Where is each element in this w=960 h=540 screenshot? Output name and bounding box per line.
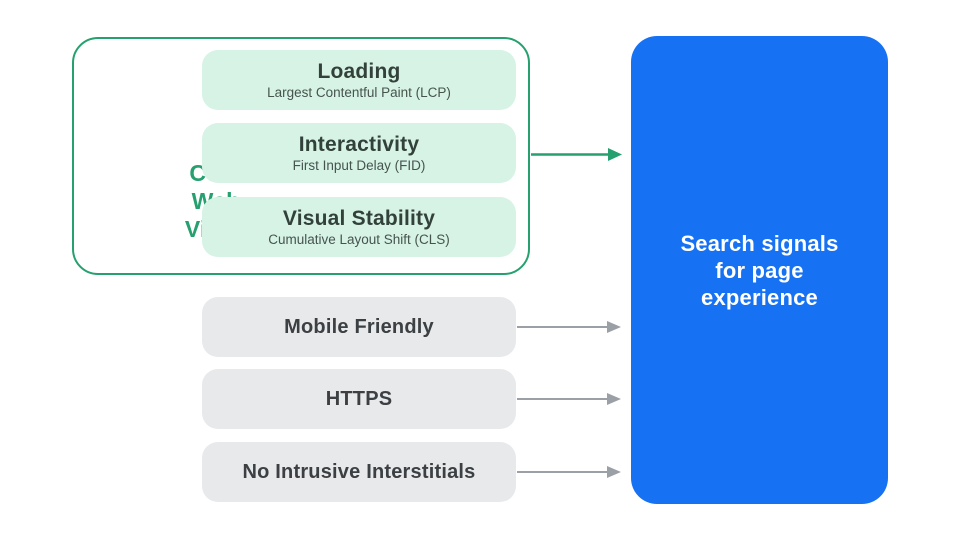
cwv-pill-subtitle: First Input Delay (FID)	[292, 157, 426, 173]
signal-pill-label: HTTPS	[325, 387, 393, 410]
cwv-pill-title: Interactivity	[298, 132, 420, 156]
cwv-pill-title: Loading	[317, 59, 401, 83]
arrow-https-head	[607, 393, 621, 405]
search-signals-line: experience	[701, 284, 818, 310]
cwv-pill-loading: Loading Largest Contentful Paint (LCP)	[202, 50, 516, 110]
search-signals-line: for page	[715, 257, 804, 283]
signal-pill-label: No Intrusive Interstitials	[242, 460, 476, 483]
cwv-pill-title: Visual Stability	[282, 206, 436, 230]
arrow-cwv-head	[608, 148, 622, 161]
arrow-no-intrusive-interstitials-head	[607, 466, 621, 478]
signal-pill-https: HTTPS	[202, 369, 516, 429]
arrow-mobile-friendly-head	[607, 321, 621, 333]
signal-pill-label: Mobile Friendly	[284, 315, 434, 338]
cwv-pill-subtitle: Largest Contentful Paint (LCP)	[267, 84, 451, 100]
search-signals-box: Search signals for page experience	[631, 36, 888, 504]
search-signals-line: Search signals	[680, 230, 839, 256]
cwv-pill-subtitle: Cumulative Layout Shift (CLS)	[268, 231, 450, 247]
signal-pill-mobile-friendly: Mobile Friendly	[202, 297, 516, 357]
cwv-pill-visual-stability: Visual Stability Cumulative Layout Shift…	[202, 197, 516, 257]
signal-pill-no-intrusive-interstitials: No Intrusive Interstitials	[202, 442, 516, 502]
cwv-pill-interactivity: Interactivity First Input Delay (FID)	[202, 123, 516, 183]
